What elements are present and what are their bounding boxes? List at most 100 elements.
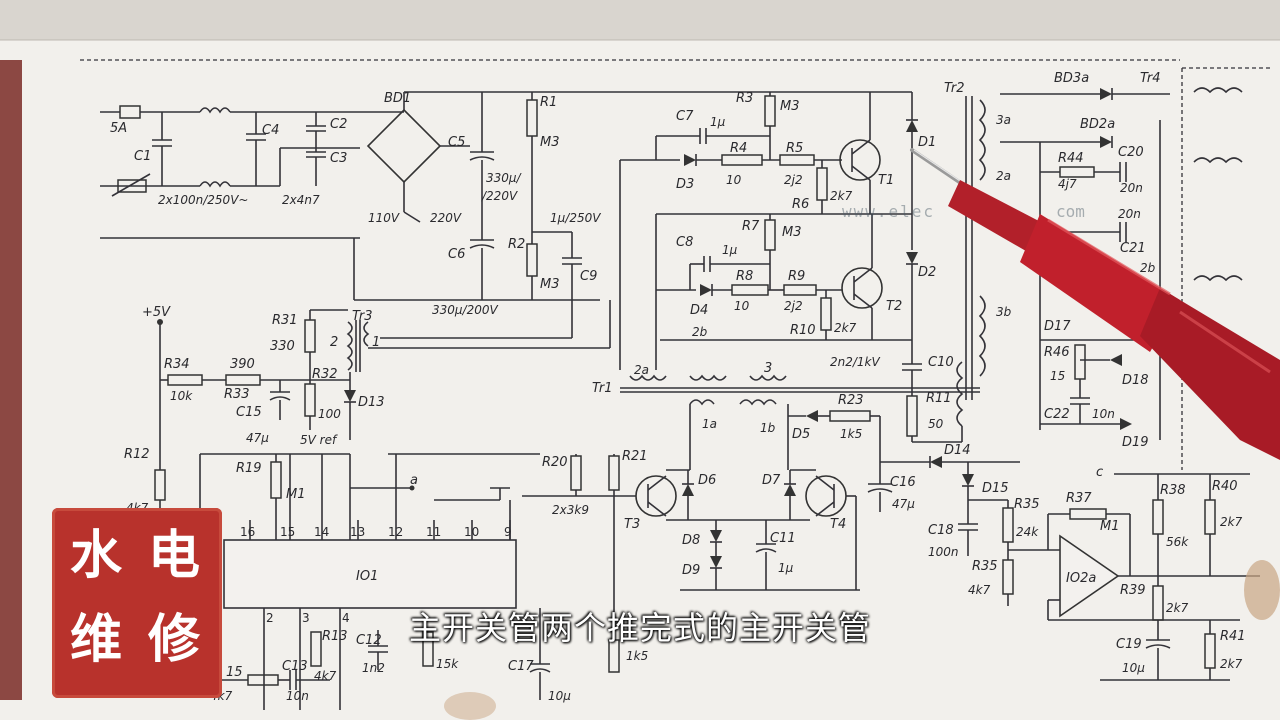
opamp-triangle — [1059, 534, 1120, 618]
left-shadow — [0, 60, 22, 700]
label-c12: C12 — [356, 633, 382, 648]
t2-stage — [655, 214, 912, 370]
label-c8-val: 1μ — [722, 243, 738, 257]
label-r11: R11 — [926, 391, 952, 406]
label-c19: C19 — [1116, 637, 1142, 652]
label-r38-val: 56k — [1166, 535, 1189, 549]
label-c5: C5 — [448, 135, 465, 150]
ic-pin-14: 14 — [314, 525, 329, 539]
label-c12-val: 1n2 — [362, 661, 385, 675]
label-c9-val: 1μ/250V — [550, 211, 601, 225]
channel-logo: 水 电 维 修 — [52, 508, 222, 698]
label-r33-val: 390 — [230, 357, 255, 372]
label-c5-val2: /220V — [481, 189, 518, 203]
label-r9-val: 2j2 — [784, 299, 803, 313]
label-plus5: +5V — [142, 305, 171, 320]
logo-char-4: 修 — [148, 609, 201, 670]
label-bridge: BD1 — [384, 91, 411, 106]
label-d4: D4 — [690, 303, 708, 318]
label-r4-val: 10 — [726, 173, 742, 187]
label-r10: R10 — [790, 323, 816, 338]
label-r19: R19 — [236, 461, 262, 476]
label-r20-21-val: 2x3k9 — [552, 503, 589, 517]
label-c13-val: 10n — [286, 689, 309, 703]
label-r40-val: 2k7 — [1220, 515, 1243, 529]
label-r9: R9 — [788, 269, 805, 284]
label-c21-val: 20n — [1118, 207, 1141, 221]
label-d19: D19 — [1122, 435, 1149, 450]
label-c13: C13 — [282, 659, 308, 674]
label-c19-val: 10μ — [1122, 661, 1145, 675]
ic-pin-12: 12 — [388, 525, 403, 539]
label-r37: R37 — [1066, 491, 1092, 506]
label-r35b-val: 4k7 — [968, 583, 991, 597]
label-y-caps: 2x4n7 — [282, 193, 320, 207]
label-r46-val: 15 — [1050, 369, 1065, 383]
label-r11-val: 50 — [928, 417, 944, 431]
label-r3: R3 — [736, 91, 753, 106]
label-r33: R33 — [224, 387, 250, 402]
label-r34: R34 — [164, 357, 190, 372]
label-r39-val: 2k7 — [1166, 601, 1189, 615]
label-d5: D5 — [792, 427, 810, 442]
multimeter-probe — [444, 148, 1280, 720]
driver-stage — [522, 454, 860, 640]
label-r21: R21 — [622, 449, 648, 464]
label-c10-val: 2n2/1kV — [830, 355, 881, 369]
bulk-capacitors — [380, 92, 582, 339]
label-r13-val: 4k7 — [314, 669, 337, 683]
label-c20: C20 — [1118, 145, 1144, 160]
label-c15: C15 — [236, 405, 262, 420]
label-d9: D9 — [682, 563, 700, 578]
label-w1a: 1a — [702, 417, 717, 431]
label-d14: D14 — [944, 443, 971, 458]
label-w3-tr1: 3 — [764, 361, 772, 376]
label-r23-val: 1k5 — [840, 427, 862, 441]
label-c22-val: 10n — [1092, 407, 1115, 421]
label-w1b: 1b — [760, 421, 776, 435]
label-c7: C7 — [676, 109, 694, 124]
label-tr3-1: 1 — [372, 335, 380, 350]
logo-char-1: 水 — [70, 525, 123, 586]
label-r40: R40 — [1212, 479, 1238, 494]
label-r1: R1 — [540, 95, 557, 110]
label-r44-val: 4j7 — [1058, 177, 1077, 191]
label-r6-val: 2k7 — [830, 189, 853, 203]
label-r1-val: M3 — [540, 135, 560, 150]
label-vref: 5V ref — [300, 433, 338, 447]
label-c21: C21 — [1120, 241, 1146, 256]
label-c17-val: 10μ — [548, 689, 571, 703]
ic-pin-11: 11 — [426, 525, 441, 539]
label-r12: R12 — [124, 447, 150, 462]
ic-pin-9: 9 — [504, 525, 512, 539]
label-c16-val: 47μ — [892, 497, 915, 511]
ic-pin-15: 15 — [280, 525, 295, 539]
schematic-labels: 5A C1 2x100n/250V~ 2x4n7 C2 C3 C4 BD1 C5… — [110, 71, 1246, 703]
label-r2-val: M3 — [540, 277, 560, 292]
ic-pin-10: 10 — [464, 525, 479, 539]
label-tr4: Tr4 — [1140, 71, 1161, 86]
tr2-transformer — [965, 67, 1270, 470]
t1-stage — [619, 92, 912, 370]
label-ic: IO1 — [356, 569, 378, 584]
label-d17: D17 — [1044, 319, 1071, 334]
label-c16: C16 — [890, 475, 916, 490]
label-c6: C6 — [448, 247, 465, 262]
label-d18: D18 — [1122, 373, 1149, 388]
label-c20-val: 20n — [1120, 181, 1143, 195]
label-c7-val: 1μ — [710, 115, 726, 129]
label-c22: C22 — [1044, 407, 1070, 422]
label-tr3-2: 2 — [330, 335, 338, 350]
watermark-text: www.elec — [842, 202, 936, 221]
ic-io1 — [223, 453, 540, 710]
tr1-transformer — [620, 340, 980, 470]
label-tr1: Tr1 — [592, 381, 613, 396]
label-c18: C18 — [928, 523, 954, 538]
label-t3: T3 — [624, 517, 640, 532]
label-c5-val: 330μ/ — [486, 171, 523, 185]
label-c3: C3 — [330, 151, 347, 166]
label-bd3a: BD3a — [1054, 71, 1089, 86]
label-r44: R44 — [1058, 151, 1084, 166]
label-r7-val: M3 — [782, 225, 802, 240]
label-c-bottom: 330μ/200V — [432, 303, 498, 317]
